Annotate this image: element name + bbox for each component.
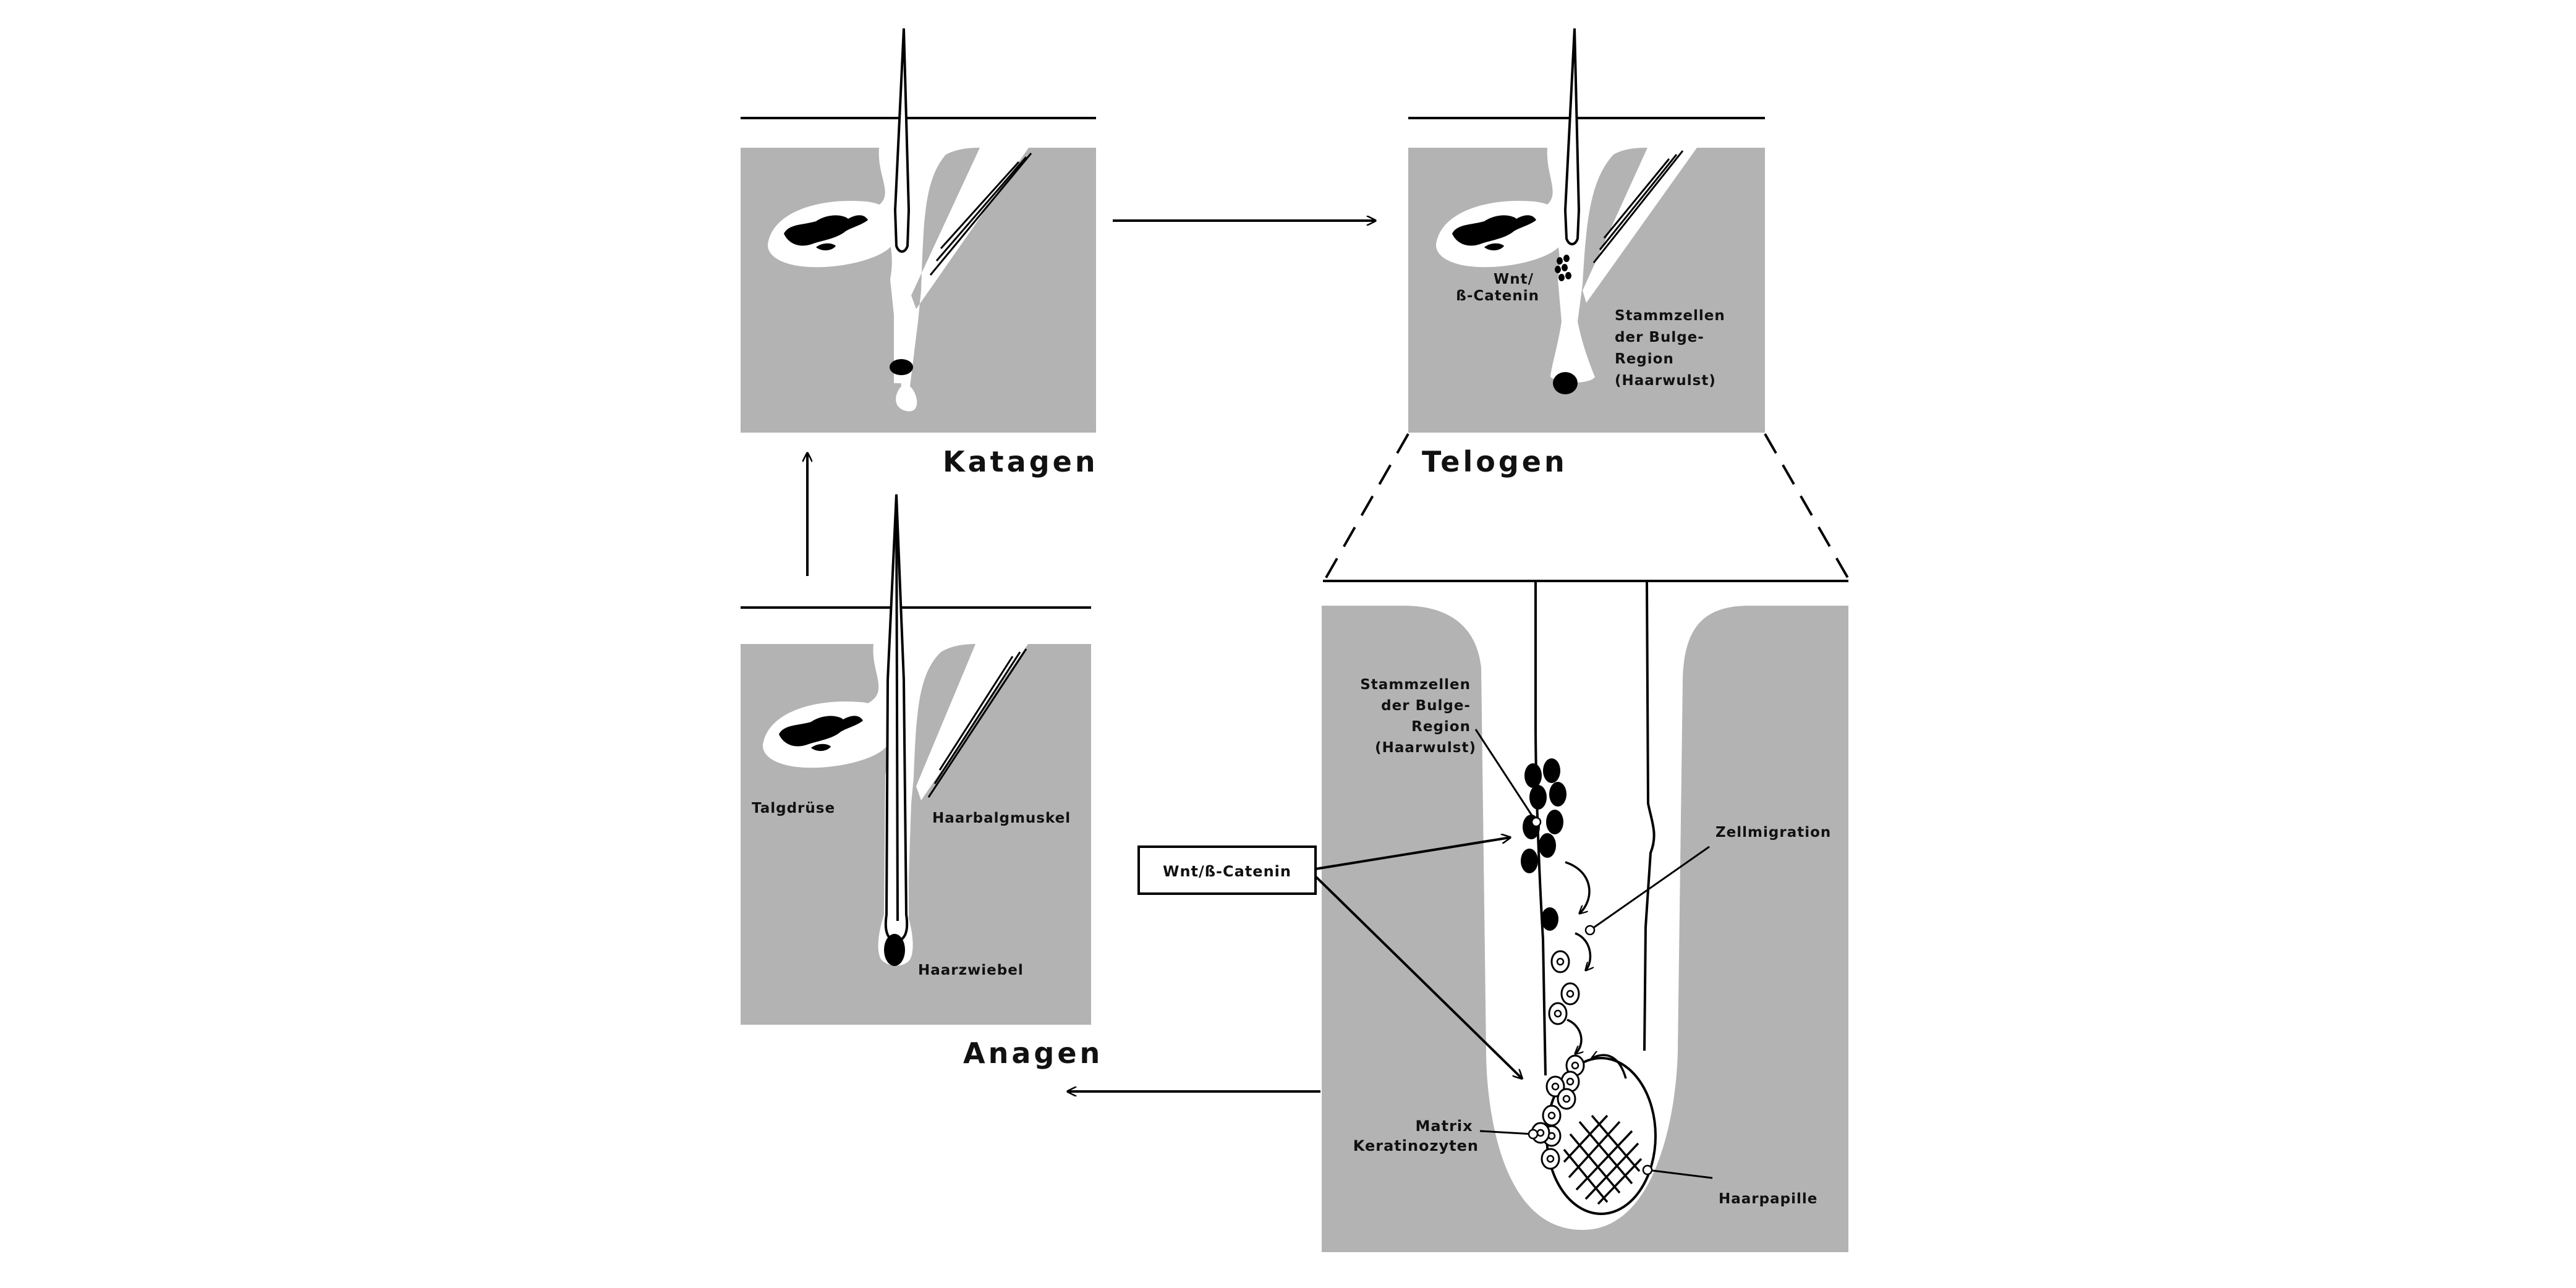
skin-block (741, 644, 1091, 1025)
katagen-panel: Katagen (741, 28, 1099, 478)
hair-shaft (1563, 28, 1581, 245)
zoom-panel: Stammzellen der Bulge- Region (Haarwulst… (1322, 433, 1851, 1252)
label-zellmigration: Zellmigration (1715, 824, 1831, 841)
stage-label-telogen: Telogen (1422, 445, 1568, 478)
label-haarzwiebel: Haarzwiebel (918, 962, 1024, 978)
label-haarpapille: Haarpapille (1719, 1191, 1817, 1207)
cycle-arrows (807, 221, 1375, 1091)
arrector-muscle (927, 648, 1027, 798)
wnt-catenin-box-label: Wnt/ß-Catenin (1163, 863, 1291, 880)
hair-papilla (1553, 372, 1578, 394)
label-bulge-stem-cells: Stammzellen der Bulge- Region (Haarwulst… (1615, 308, 1731, 389)
wnt-arrow-to-bulge (1315, 837, 1510, 870)
migration-arrows (1565, 861, 1627, 1079)
zoom-guide-right (1764, 433, 1851, 582)
wnt-arrow-to-matrix (1314, 875, 1522, 1078)
zoom-skin-block (1322, 606, 1848, 1252)
wnt-catenin-box (1137, 845, 1317, 895)
label-matrix-keratinocytes: Matrix Keratinozyten (1353, 1117, 1479, 1155)
papilla-mesh (1563, 1114, 1643, 1205)
stem-cell-cluster (1555, 255, 1571, 281)
skin-block (741, 148, 1096, 433)
anagen-panel: Talgdrüse Haarbalgmuskel Haarzwiebel Ana… (741, 494, 1103, 1070)
label-wnt-catenin: Wnt/ ß-Catenin (1456, 271, 1539, 304)
arrector-muscle (1592, 150, 1684, 263)
leader-lines (1474, 729, 1713, 1179)
stage-label-anagen: Anagen (963, 1036, 1103, 1070)
label-haarbalgmuskel: Haarbalgmuskel (932, 810, 1071, 826)
stage-label-katagen: Katagen (943, 445, 1099, 478)
telogen-panel: Wnt/ ß-Catenin Stammzellen der Bulge- Re… (1408, 28, 1765, 478)
arrector-muscle (929, 153, 1032, 276)
wnt-catenin-callout: Wnt/ß-Catenin (1137, 837, 1522, 1078)
bulge-stem-cells (1521, 758, 1566, 931)
hair-bulb (884, 934, 905, 966)
leader-dots (1528, 816, 1653, 1176)
label-bulge-stem-cells: Stammzellen der Bulge- Region (Haarwulst… (1360, 677, 1476, 756)
hair-papilla (890, 359, 913, 375)
zoom-guide-left (1323, 433, 1409, 582)
hair-shaft (893, 28, 911, 253)
label-talgdruese: Talgdrüse (752, 800, 835, 816)
migrating-cell-nuclei (1536, 957, 1579, 1163)
